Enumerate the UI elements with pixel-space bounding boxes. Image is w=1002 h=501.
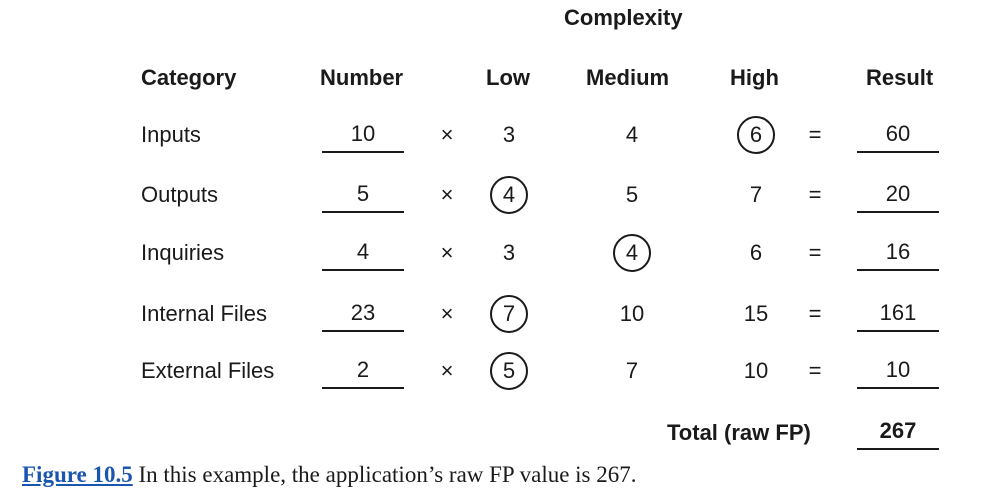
row-category: Inputs	[141, 122, 201, 147]
row-category: External Files	[141, 358, 275, 383]
row-medium-weight: 7	[625, 358, 639, 383]
times-operator: ×	[440, 182, 454, 207]
header-low: Low	[486, 65, 530, 90]
row-result: 20	[857, 181, 939, 213]
times-operator: ×	[440, 301, 454, 326]
equals-operator: =	[808, 122, 822, 147]
row-number: 2	[322, 357, 404, 389]
times-operator: ×	[440, 122, 454, 147]
row-high-weight: 10	[743, 358, 769, 383]
figure-link[interactable]: Figure 10.5	[22, 462, 133, 487]
selected-weight-circle	[490, 295, 528, 333]
row-result: 16	[857, 239, 939, 271]
selected-weight-circle	[737, 116, 775, 154]
header-result: Result	[866, 65, 934, 90]
row-result: 60	[857, 121, 939, 153]
row-medium-weight: 10	[619, 301, 645, 326]
row-medium-weight: 5	[625, 182, 639, 207]
header-medium: Medium	[586, 65, 670, 90]
times-operator: ×	[440, 240, 454, 265]
header-category: Category	[141, 65, 237, 90]
row-category: Outputs	[141, 182, 219, 207]
total-value: 267	[857, 418, 939, 450]
row-category: Inquiries	[141, 240, 225, 265]
equals-operator: =	[808, 240, 822, 265]
header-high: High	[730, 65, 779, 90]
complexity-title: Complexity	[564, 5, 683, 30]
row-result: 10	[857, 357, 939, 389]
selected-weight-circle	[613, 234, 651, 272]
row-low-weight: 3	[502, 122, 516, 147]
selected-weight-circle	[490, 176, 528, 214]
row-number: 4	[322, 239, 404, 271]
row-high-weight: 6	[749, 240, 763, 265]
figure-caption: Figure 10.5 In this example, the applica…	[22, 462, 637, 488]
caption-text: In this example, the application’s raw F…	[132, 462, 637, 487]
row-number: 5	[322, 181, 404, 213]
row-high-weight: 7	[749, 182, 763, 207]
equals-operator: =	[808, 182, 822, 207]
header-number: Number	[320, 65, 404, 90]
row-medium-weight: 4	[625, 122, 639, 147]
total-label: Total (raw FP)	[667, 420, 811, 445]
row-number: 10	[322, 121, 404, 153]
row-high-weight: 15	[743, 301, 769, 326]
selected-weight-circle	[490, 352, 528, 390]
row-low-weight: 3	[502, 240, 516, 265]
equals-operator: =	[808, 358, 822, 383]
row-number: 23	[322, 300, 404, 332]
times-operator: ×	[440, 358, 454, 383]
row-category: Internal Files	[141, 301, 267, 326]
row-result: 161	[857, 300, 939, 332]
equals-operator: =	[808, 301, 822, 326]
